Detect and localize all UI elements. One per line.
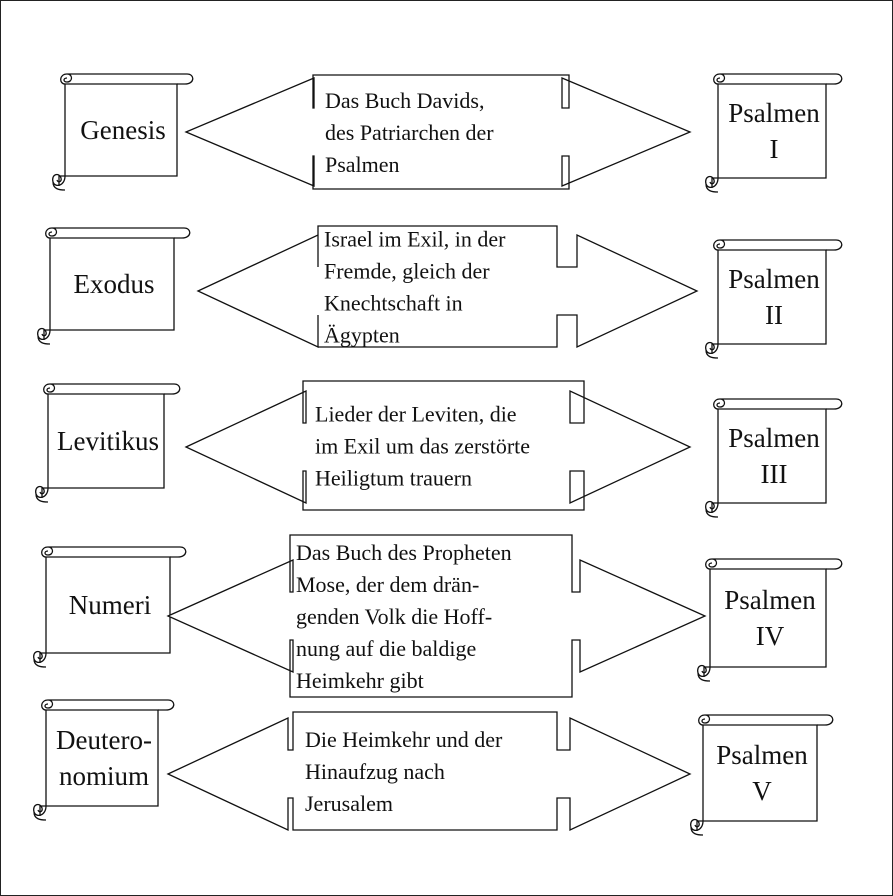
center-text-line: genden Volk die Hoff- <box>296 604 492 629</box>
scroll-body <box>39 556 171 663</box>
scroll-bottom-curl <box>690 818 704 836</box>
scroll-top-roll <box>43 383 181 395</box>
center-text-line: Psalmen <box>325 152 400 177</box>
center-text-line: nung auf die baldige <box>296 636 476 661</box>
scroll-body <box>39 709 159 816</box>
scroll-body <box>711 83 827 188</box>
right-book-label: Psalmen <box>728 98 820 128</box>
right-book-label: IV <box>756 621 785 651</box>
center-text-line: Die Heimkehr und der <box>305 727 503 752</box>
scroll-top-roll <box>713 73 843 85</box>
scroll-bottom-curl <box>705 500 719 518</box>
scroll-bottom-curl <box>705 341 719 359</box>
center-text-line: Heiligtum trauern <box>315 466 472 491</box>
arrow-shape <box>184 380 692 511</box>
center-text-line: des Patriarchen der <box>325 120 494 145</box>
double-arrow: Das Buch Davids, des Patriarchen derPsalm… <box>184 74 692 190</box>
left-book-scroll: Exodus <box>37 227 191 345</box>
scroll-body <box>711 249 827 354</box>
arrow-shape <box>166 711 692 832</box>
scroll-top-roll <box>713 239 843 251</box>
left-book-scroll: Levitikus <box>35 383 181 503</box>
center-text-line: Das Buch des Propheten <box>296 540 512 565</box>
center-text-line: Lieder der Leviten, die <box>315 402 517 427</box>
scroll-top-roll <box>713 398 843 410</box>
center-text-line: Hinaufzug nach <box>305 759 445 784</box>
right-book-label: I <box>770 134 779 164</box>
scroll-bottom-curl <box>33 650 47 668</box>
right-book-label: Psalmen <box>724 585 816 615</box>
diagram-row: Genesis Das Buch Davids, des Patriarchen d… <box>52 73 843 193</box>
center-text-line: Ägypten <box>324 323 400 348</box>
left-book-label: Genesis <box>80 115 165 145</box>
right-book-label: Psalmen <box>716 740 808 770</box>
scroll-bottom-curl <box>35 485 49 503</box>
center-text-line: Israel im Exil, in der <box>324 227 506 252</box>
center-text-line: Heimkehr gibt <box>296 668 424 693</box>
scroll-body <box>696 724 818 831</box>
scroll-top-roll <box>41 699 175 711</box>
diagram-row: Levitikus Lieder der Leviten, die im Exil … <box>35 380 843 518</box>
scroll-top-roll <box>705 558 843 570</box>
left-book-label: Numeri <box>69 590 151 620</box>
right-book-label: II <box>765 300 783 330</box>
scroll-bottom-curl <box>697 664 711 682</box>
scroll-body <box>58 83 178 186</box>
arrow-shape <box>166 534 707 698</box>
scroll-top-roll <box>60 73 194 85</box>
left-book-label: Levitikus <box>57 426 159 456</box>
scroll-body <box>41 393 165 498</box>
center-text-line: Mose, der dem drän- <box>296 572 479 597</box>
scroll-bottom-curl <box>705 175 719 193</box>
scroll-top-roll <box>41 546 187 558</box>
center-text-line: Jerusalem <box>305 791 393 816</box>
scroll-body <box>43 237 175 340</box>
scroll-bottom-curl <box>37 327 51 345</box>
right-book-label: III <box>761 459 788 489</box>
left-book-label: Exodus <box>74 269 155 299</box>
center-text-line: Das Buch Davids, <box>325 88 484 113</box>
left-book-scroll: Genesis <box>52 73 194 191</box>
right-book-label: V <box>752 776 772 806</box>
scroll-top-roll <box>698 714 834 726</box>
double-arrow: Lieder der Leviten, die im Exil um das ze… <box>184 380 692 511</box>
right-book-label: Psalmen <box>728 423 820 453</box>
left-book-scroll: Numeri <box>33 546 187 668</box>
arrow-shape <box>196 225 699 349</box>
scroll-body <box>703 568 827 677</box>
left-book-label: nomium <box>59 761 149 791</box>
center-text-line: Fremde, gleich der <box>324 259 490 284</box>
diagram-rows: Genesis Das Buch Davids, des Patriarchen d… <box>33 73 843 836</box>
right-book-label: Psalmen <box>728 264 820 294</box>
center-text-line: Knechtschaft in <box>324 291 463 316</box>
left-book-scroll: Deutero-nomium <box>33 699 175 821</box>
scroll-top-roll <box>45 227 191 239</box>
left-book-label: Deutero- <box>56 725 152 755</box>
scroll-body <box>711 408 827 513</box>
arrow-shape <box>184 74 692 190</box>
center-text-line: im Exil um das zerstörte <box>315 434 530 459</box>
scroll-bottom-curl <box>33 803 47 821</box>
scroll-bottom-curl <box>52 173 66 191</box>
